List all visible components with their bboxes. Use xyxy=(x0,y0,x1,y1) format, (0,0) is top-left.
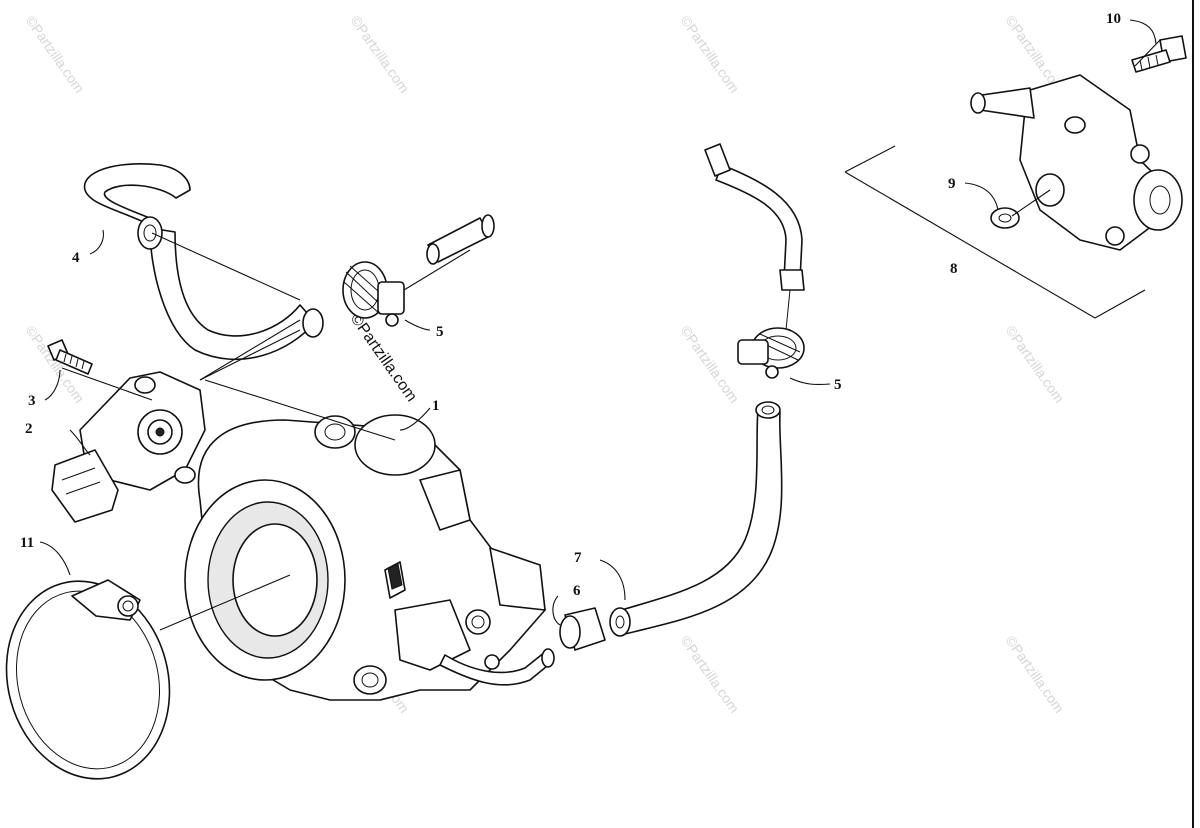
watermark: ©Partzilla.com xyxy=(348,13,413,96)
callout-6: 6 xyxy=(573,583,581,599)
clamp-part-5-lower xyxy=(737,327,805,379)
callout-4: 4 xyxy=(72,250,80,266)
valve-part-8 xyxy=(970,74,1183,251)
throttle-body-part-1 xyxy=(184,414,546,701)
callout-8: 8 xyxy=(950,261,958,277)
fitting-part-6 xyxy=(559,607,606,651)
watermark: ©Partzilla.com xyxy=(1003,323,1068,406)
callout-10: 10 xyxy=(1106,11,1121,27)
callout-5-lower: 5 xyxy=(834,377,842,393)
hose-part-4 xyxy=(83,163,324,360)
watermark: ©Partzilla.com xyxy=(678,323,743,406)
watermark: ©Partzilla.com xyxy=(1003,633,1068,716)
callout-7: 7 xyxy=(574,550,582,566)
group-bracket-part-8 xyxy=(844,145,1146,319)
hose-part-7 xyxy=(609,401,783,637)
leader-lines xyxy=(39,19,1161,631)
callout-5-upper: 5 xyxy=(436,324,444,340)
watermark: ©Partzilla.com xyxy=(678,13,743,96)
callout-9: 9 xyxy=(948,176,956,192)
sensor-part-2 xyxy=(51,371,206,523)
fitting-nipple xyxy=(426,214,495,265)
callout-2: 2 xyxy=(25,421,33,437)
callouts: 1 2 3 4 5 5 6 7 8 9 10 11 xyxy=(20,11,1121,599)
screw-part-10 xyxy=(1131,35,1187,73)
tube-lower xyxy=(439,648,555,686)
watermark-dark: ©Partzilla.com xyxy=(347,311,420,405)
watermark: ©Partzilla.com xyxy=(678,633,743,716)
callout-3: 3 xyxy=(28,393,36,409)
tube-upper xyxy=(704,143,805,341)
hose-clamp-part-11 xyxy=(5,579,171,780)
clamp-part-5-upper xyxy=(342,261,405,327)
watermark: ©Partzilla.com xyxy=(23,13,88,96)
callout-11: 11 xyxy=(20,535,34,551)
callout-1: 1 xyxy=(432,398,440,414)
screw-part-3 xyxy=(47,339,93,375)
washer-part-9 xyxy=(990,207,1020,229)
